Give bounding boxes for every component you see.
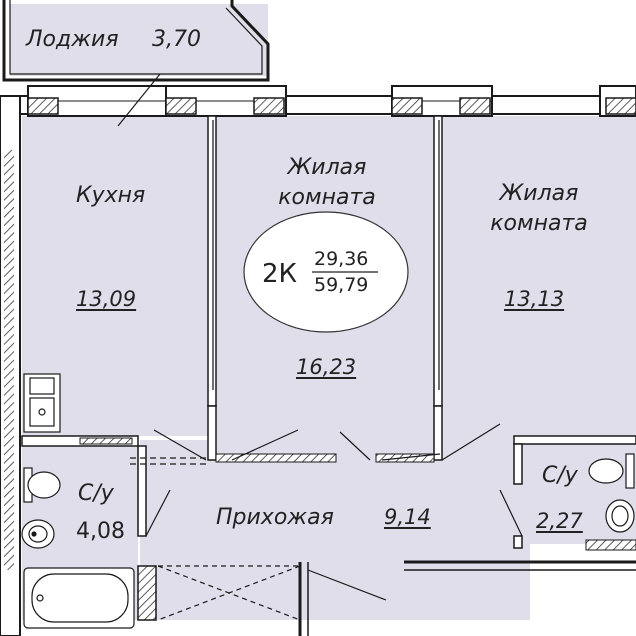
living-room-2-name-line1: Жилая bbox=[499, 181, 579, 206]
living-room-2-name-line2: комната bbox=[490, 211, 588, 236]
living-room-1-area: 16,23 bbox=[296, 355, 357, 379]
apartment-total-area: 59,79 bbox=[314, 274, 369, 296]
loggia-area: 3,70 bbox=[152, 27, 201, 52]
washbasin-2-icon bbox=[605, 499, 635, 533]
toilet-2-icon bbox=[588, 453, 635, 489]
door-swings bbox=[117, 73, 523, 621]
bathroom-1-name: С/у bbox=[78, 481, 114, 506]
bathroom-1-area: 4,08 bbox=[76, 519, 125, 544]
interior-walls bbox=[21, 115, 636, 636]
bathroom-2-area: 2,27 bbox=[536, 509, 583, 533]
kitchen-sink-icon bbox=[23, 373, 61, 433]
loggia-walls bbox=[2, 0, 270, 82]
washbasin-1-icon bbox=[21, 519, 55, 549]
toilet-1-icon bbox=[23, 467, 61, 503]
apartment-living-area: 29,36 bbox=[314, 248, 369, 270]
living-room-2-floor bbox=[442, 116, 636, 440]
hall-area: 9,14 bbox=[384, 505, 431, 529]
living-room-1-name-line1: Жилая bbox=[287, 155, 367, 180]
hall-name: Прихожая bbox=[216, 505, 334, 530]
bathtub-icon bbox=[23, 567, 135, 629]
loggia-name: Лоджия bbox=[26, 27, 119, 52]
living-room-2-area: 13,13 bbox=[504, 287, 565, 311]
living-room-1-name-line2: комната bbox=[278, 185, 376, 210]
exterior-walls bbox=[0, 85, 636, 636]
bathroom-2-name: С/у bbox=[542, 463, 578, 488]
kitchen-name: Кухня bbox=[76, 183, 146, 208]
loggia-floor bbox=[10, 4, 268, 76]
room-floors bbox=[10, 4, 636, 620]
kitchen-area: 13,09 bbox=[76, 287, 137, 311]
apartment-type: 2К bbox=[262, 259, 298, 289]
hall-floor bbox=[140, 440, 530, 620]
